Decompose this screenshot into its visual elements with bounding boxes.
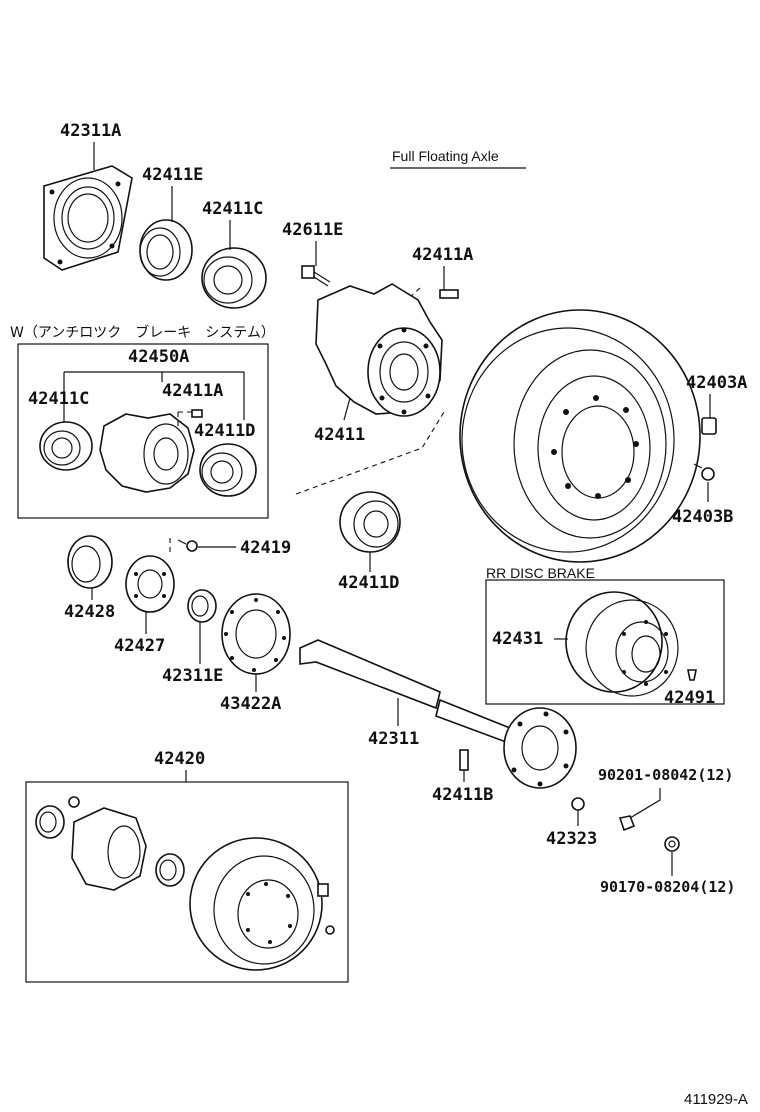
abs-group-box	[17, 343, 269, 519]
washer-90201	[618, 815, 636, 832]
part-number-43422A: 43422A	[220, 694, 281, 714]
collar-42311E	[187, 589, 217, 623]
axle-hub-42411	[315, 283, 443, 417]
stud-42411B	[459, 749, 469, 771]
part-number-42427: 42427	[114, 636, 165, 656]
abs-group-label: W（アンチロツク ブレーキ システム）	[10, 324, 275, 341]
part-number-42611E: 42611E	[282, 220, 343, 240]
disc-brake-box	[485, 579, 725, 705]
part-number-42450A: 42450A	[128, 347, 189, 367]
part-number-90170: 90170-08204(12)	[600, 878, 735, 896]
screw-42419	[177, 539, 198, 552]
part-number-42419: 42419	[240, 538, 291, 558]
part-number-42411D-box: 42411D	[194, 421, 255, 441]
part-number-42491: 42491	[664, 688, 715, 708]
assembly-parts-42420	[35, 796, 335, 971]
part-number-42311A: 42311A	[60, 121, 121, 141]
nut-42323	[571, 797, 585, 811]
leader-42450A-bracket	[63, 371, 245, 424]
inner-bearing-42411D	[339, 491, 401, 553]
bearing-assembly-dashline	[295, 411, 445, 495]
part-number-42411D: 42411D	[338, 573, 399, 593]
brake-drum	[459, 309, 701, 563]
abs-bearing-42411D	[199, 443, 257, 497]
stud-42411A-top	[439, 289, 459, 299]
abs-hub	[99, 413, 195, 493]
drum-plug-42403A	[701, 417, 717, 435]
hub-bolt-42611E	[301, 265, 331, 287]
part-number-42403B: 42403B	[672, 507, 733, 527]
gasket-43422A	[221, 593, 291, 675]
retainer-plate-42311A	[43, 165, 133, 271]
part-number-42411: 42411	[314, 425, 365, 445]
bearing-42411C-top	[201, 247, 267, 309]
part-number-42403A: 42403A	[686, 373, 747, 393]
part-number-42411A-top: 42411A	[412, 245, 473, 265]
part-number-90201: 90201-08042(12)	[598, 766, 733, 784]
leader-90201	[629, 788, 661, 819]
sensor-rotor-42427	[125, 555, 175, 613]
disc-screw-42491	[687, 669, 697, 681]
part-number-42428: 42428	[64, 602, 115, 622]
part-number-42431: 42431	[492, 629, 543, 649]
oil-seal-42411E	[139, 219, 193, 281]
axle-type-label: Full Floating Axle	[392, 148, 499, 164]
part-number-42411E: 42411E	[142, 165, 203, 185]
abs-stud-42411A	[191, 409, 203, 418]
drum-screw-42403B	[693, 463, 715, 481]
part-number-42411C-box: 42411C	[28, 389, 89, 409]
seal-42428	[67, 535, 113, 589]
part-number-42311: 42311	[368, 729, 419, 749]
nut-90170	[664, 836, 680, 852]
part-number-42411C-top: 42411C	[202, 199, 263, 219]
leader-42411	[343, 397, 351, 421]
part-number-42411A-box: 42411A	[162, 381, 223, 401]
part-number-42311E: 42311E	[162, 666, 223, 686]
axle-shaft-42311	[299, 639, 577, 789]
abs-bearing-42411C	[39, 421, 93, 471]
disc-rotor-42431	[565, 591, 679, 697]
disc-brake-label: RR DISC BRAKE	[486, 565, 595, 581]
part-number-42323: 42323	[546, 829, 597, 849]
hub-assembly-box	[25, 781, 349, 983]
figure-id: 411929-A	[684, 1091, 748, 1108]
part-number-42411B: 42411B	[432, 785, 493, 805]
part-number-42420: 42420	[154, 749, 205, 769]
abs-stud-dashline	[177, 411, 192, 426]
